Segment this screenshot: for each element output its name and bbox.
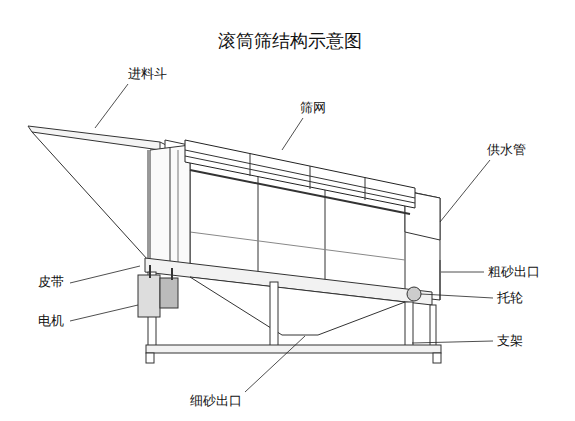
part-label: 进料斗 [128, 66, 167, 82]
diagram-title: 滚筒筛结构示意图 [218, 30, 362, 52]
part-label: 皮带 [38, 274, 64, 290]
leader-lines [70, 84, 493, 392]
part-label: 细砂出口 [190, 393, 242, 409]
part-label: 支架 [497, 333, 523, 349]
part-label: 筛网 [300, 100, 326, 116]
part-label: 粗砂出口 [488, 264, 540, 280]
part-label: 供水管 [487, 142, 526, 158]
part-label: 托轮 [497, 290, 523, 306]
part-label: 电机 [38, 313, 64, 329]
